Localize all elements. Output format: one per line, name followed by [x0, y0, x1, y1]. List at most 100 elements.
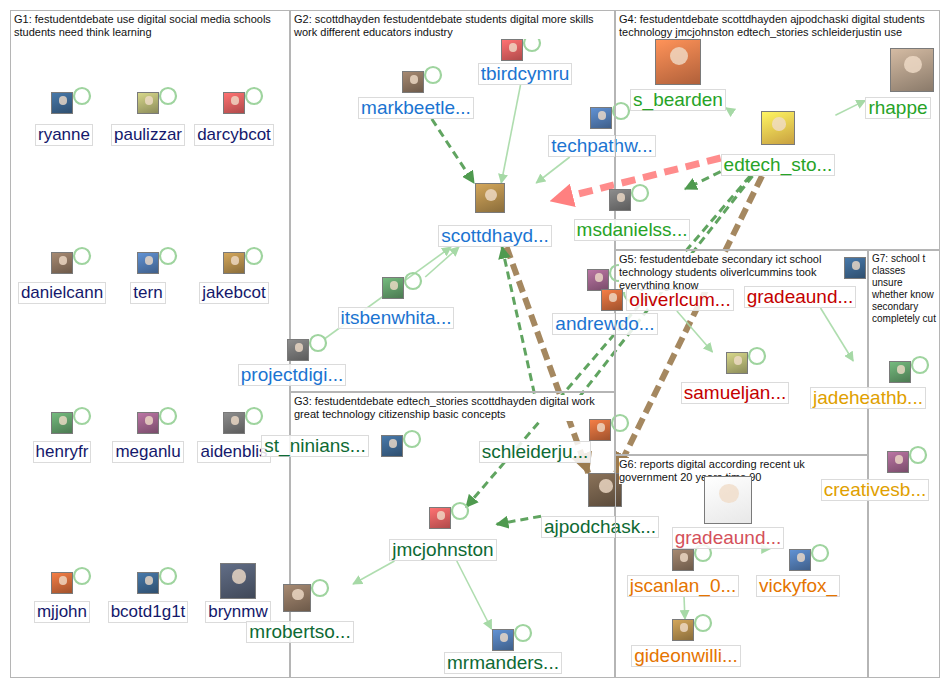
self-loop: [747, 346, 767, 366]
avatar-head: [59, 576, 68, 585]
avatar-head: [595, 273, 604, 282]
vertex-label: mrobertso...: [246, 621, 353, 643]
connector: [821, 308, 854, 361]
avatar-head: [231, 256, 240, 265]
group-panel: G3: festudentdebate edtech_stories scott…: [290, 392, 615, 678]
user-vertex: meganlu: [112, 412, 183, 463]
self-loop: [693, 613, 713, 633]
self-loop-ring: [749, 348, 765, 364]
avatar-head: [599, 479, 613, 493]
user-vertex: s_bearden: [630, 39, 726, 111]
avatar-icon: [887, 451, 909, 473]
avatar-head: [500, 633, 509, 642]
connector: [457, 561, 492, 629]
avatar-head: [59, 416, 68, 425]
self-loop: [158, 246, 178, 266]
avatar-icon: [672, 549, 694, 571]
avatar-head: [597, 423, 606, 432]
user-vertex: paulizzar: [111, 92, 185, 146]
user-vertex: bcotd1g1t: [108, 572, 189, 623]
self-loop: [310, 578, 330, 598]
avatar-head: [670, 47, 688, 65]
user-vertex: gradeaund...: [672, 476, 785, 549]
avatar-icon: [382, 277, 404, 299]
vertex-label: schleiderju...: [479, 441, 592, 463]
user-vertex: techpathw...: [548, 107, 655, 157]
user-vertex: aidenblis: [197, 412, 270, 463]
avatar-icon: [655, 39, 701, 85]
avatar-head: [852, 261, 861, 270]
vertex-label: vickyfox_: [756, 575, 840, 597]
self-loop: [308, 333, 328, 353]
user-vertex: projectdigi...: [238, 339, 346, 386]
user-vertex: jmcjohnston: [389, 507, 496, 561]
group-heading: G3: festudentdebate edtech_stories scott…: [294, 395, 611, 421]
vertex-label: ryanne: [35, 124, 93, 146]
connector: [432, 119, 474, 183]
connector: [536, 157, 570, 183]
self-loop: [423, 65, 443, 85]
self-loop-ring: [632, 185, 648, 201]
group-panel: G2: scottdhayden festudentdebate student…: [290, 10, 615, 392]
group-heading: G7: school t classes unsure whether know…: [872, 253, 936, 325]
self-loop: [244, 246, 264, 266]
vertex-label: s_bearden: [630, 89, 726, 111]
avatar-head: [719, 484, 738, 503]
group-panel: G5: festudentdebate secondary ict school…: [615, 250, 868, 455]
user-vertex: darcybcot: [194, 92, 274, 146]
avatar-icon: [890, 48, 934, 92]
avatar-icon: [223, 412, 245, 434]
self-loop-ring: [74, 568, 90, 584]
avatar-icon: [51, 412, 73, 434]
group-panel: G1: festudentdebate use digital social m…: [10, 10, 290, 678]
avatar-head: [437, 511, 446, 520]
avatar-head: [145, 416, 154, 425]
connector: [353, 561, 394, 584]
self-loop-ring: [246, 88, 262, 104]
avatar-icon: [726, 352, 748, 374]
avatar-icon: [381, 435, 403, 457]
vertex-label: gradeaund...: [672, 527, 785, 549]
self-loop-ring: [74, 408, 90, 424]
vertex-label: mjjohn: [34, 601, 90, 623]
avatar-icon: [287, 339, 309, 361]
avatar-icon: [501, 39, 523, 61]
user-vertex: danielcann: [18, 252, 106, 304]
connector: [552, 158, 721, 201]
avatar-head: [485, 189, 497, 201]
self-loop-ring: [312, 580, 328, 596]
avatar-icon: [223, 92, 245, 114]
vertex-label: ajpodchask...: [541, 516, 659, 538]
avatar-icon: [587, 269, 609, 291]
user-vertex: jakebcot: [199, 252, 268, 304]
user-vertex: jadeheathb...: [810, 361, 926, 409]
vertex-label: edtech_sto...: [721, 154, 836, 176]
self-loop-ring: [695, 615, 711, 631]
connector: [835, 100, 865, 115]
avatar-head: [895, 455, 904, 464]
vertex-label: techpathw...: [548, 135, 655, 157]
vertex-label: tern: [130, 282, 165, 304]
self-loop-ring: [624, 285, 640, 301]
connector: [507, 247, 589, 473]
vertex-label: itsbenwhita...: [338, 307, 455, 329]
self-loop: [630, 183, 650, 203]
avatar-icon: [137, 412, 159, 434]
user-vertex: gideonwilli...: [631, 619, 741, 667]
avatar-icon: [761, 111, 795, 145]
self-loop-ring: [160, 88, 176, 104]
vertex-label: jmcjohnston: [389, 539, 496, 561]
avatar-icon: [601, 289, 623, 311]
vertex-label: mrmanders...: [444, 652, 562, 674]
self-loop-ring: [910, 447, 926, 463]
self-loop: [72, 406, 92, 426]
avatar-head: [897, 365, 906, 374]
avatar-icon: [475, 183, 505, 213]
vertex-label: aidenblis: [197, 441, 270, 463]
self-loop-ring: [310, 335, 326, 351]
user-vertex: mrmanders...: [444, 629, 562, 674]
self-loop: [72, 86, 92, 106]
user-vertex: henryfr: [33, 412, 92, 463]
vertex-label: paulizzar: [111, 124, 185, 146]
